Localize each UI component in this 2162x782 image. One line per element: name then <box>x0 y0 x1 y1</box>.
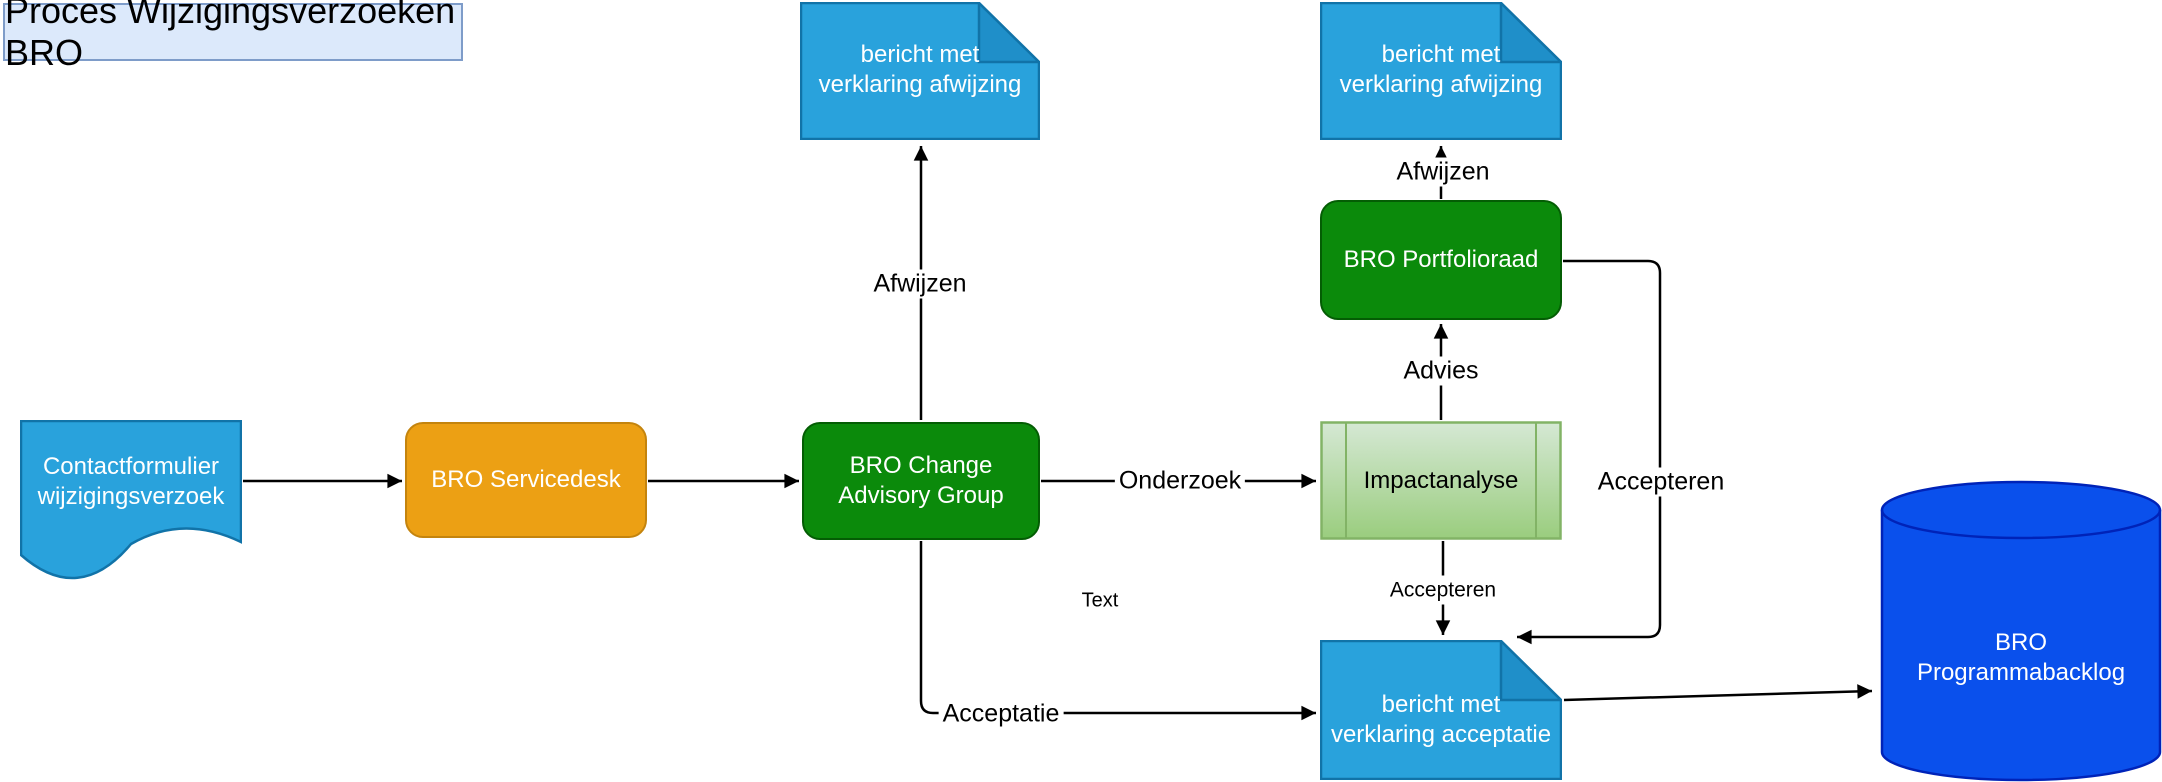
document-shape <box>20 420 242 580</box>
edge-label-afwijzen-cag: Afwijzen <box>869 269 971 299</box>
edge-label-text: Text <box>1081 589 1119 612</box>
node-servicedesk[interactable]: BRO Servicedesk <box>405 422 647 538</box>
diagram-title[interactable]: Proces Wijzigingsverzoeken BRO <box>3 0 463 73</box>
node-doc-acceptatie[interactable]: bericht met verklaring acceptatie <box>1320 640 1562 780</box>
edge-label-acceptatie: Acceptatie <box>938 699 1064 729</box>
note-shape <box>800 2 1040 140</box>
edge-label-accepteren-right: Accepteren <box>1593 467 1729 497</box>
edge-label-advies: Advies <box>1399 356 1483 386</box>
node-impactanalyse[interactable]: Impactanalyse <box>1320 421 1562 540</box>
process-shape <box>1320 421 1562 540</box>
node-portfolioraad-label: BRO Portfolioraad <box>1343 246 1539 273</box>
node-doc-afwijzing-2[interactable]: bericht met verklaring afwijzing <box>1320 2 1562 140</box>
node-doc-afwijzing-1[interactable]: bericht met verklaring afwijzing <box>800 2 1040 140</box>
diagram-title-text: Proces Wijzigingsverzoeken BRO <box>5 0 456 73</box>
edge-cag-acceptatie <box>919 541 1316 721</box>
edge-label-afwijzen-portfolioraad: Afwijzen <box>1392 157 1494 187</box>
note-shape <box>1320 2 1562 140</box>
node-change-advisory-group[interactable]: BRO Change Advisory Group <box>802 422 1040 540</box>
node-change-advisory-group-label: BRO Change Advisory Group <box>838 452 1004 509</box>
edge-label-onderzoek: Onderzoek <box>1114 466 1246 496</box>
node-servicedesk-label: BRO Servicedesk <box>431 466 621 493</box>
note-shape <box>1320 640 1562 780</box>
node-contactformulier[interactable]: Contactformulier wijzigingsverzoek <box>20 420 242 580</box>
cylinder-shape <box>1880 480 2162 782</box>
node-portfolioraad[interactable]: BRO Portfolioraad <box>1320 200 1562 320</box>
edge-label-accepteren-down: Accepteren <box>1385 575 1501 605</box>
node-programmabacklog[interactable]: BRO Programmabacklog <box>1880 480 2162 782</box>
edge-acceptdoc-to-backlog <box>1563 684 1873 702</box>
